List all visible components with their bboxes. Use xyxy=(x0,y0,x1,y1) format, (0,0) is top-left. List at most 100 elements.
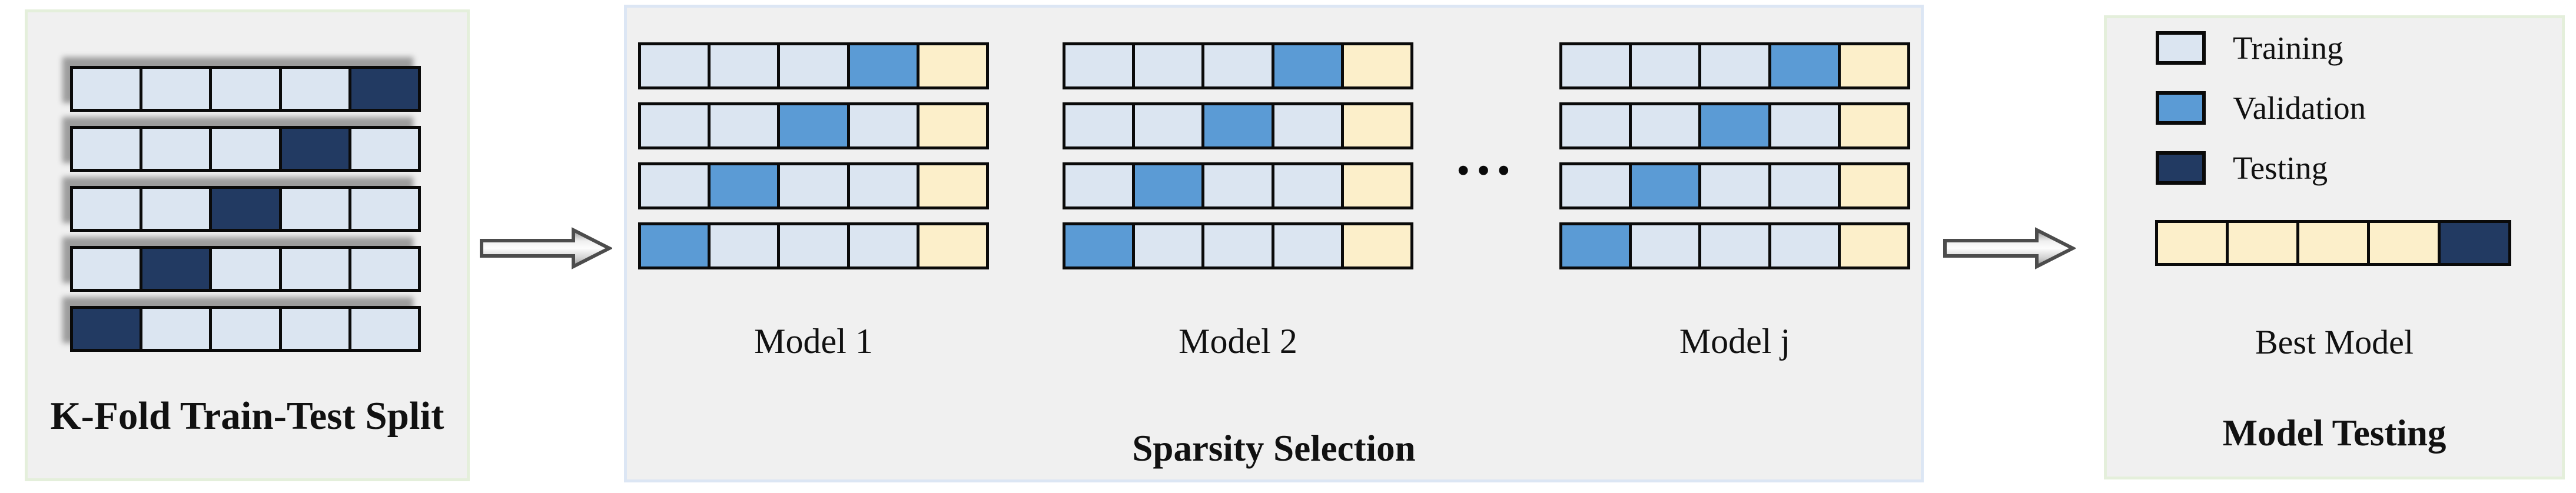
model-2-grid xyxy=(1063,42,1413,269)
legend-swatch-testing xyxy=(2156,151,2206,185)
cell-testing xyxy=(212,189,279,229)
cell-training xyxy=(73,129,140,169)
cell-training xyxy=(1135,105,1202,146)
cell-training xyxy=(1771,225,1838,267)
cell-training xyxy=(142,69,210,109)
fold-row xyxy=(1559,162,1910,209)
cell-validation xyxy=(1204,105,1272,146)
cell-training xyxy=(142,189,210,229)
cell-training xyxy=(1632,225,1699,267)
cell-training xyxy=(1274,225,1341,267)
legend-label-testing: Testing xyxy=(2233,150,2328,186)
cell-training xyxy=(1274,105,1341,146)
cell-training xyxy=(73,249,140,289)
cell-training xyxy=(212,309,279,349)
cell-training xyxy=(73,189,140,229)
cell-training xyxy=(1771,165,1838,206)
sparsity-title: Sparsity Selection xyxy=(1132,428,1416,469)
cell-training xyxy=(281,249,348,289)
fold-row xyxy=(70,66,421,112)
kfold-grid xyxy=(70,66,421,352)
cell-holdout xyxy=(2229,223,2296,263)
cell-validation xyxy=(1632,165,1699,206)
fold-row xyxy=(70,126,421,172)
cell-holdout xyxy=(2299,223,2367,263)
cell-holdout xyxy=(1343,165,1411,206)
cell-testing xyxy=(142,249,210,289)
cell-testing xyxy=(73,309,140,349)
cell-holdout xyxy=(1343,105,1411,146)
cell-testing xyxy=(281,129,348,169)
cell-training xyxy=(849,225,917,267)
cell-training xyxy=(281,309,348,349)
cell-training xyxy=(1701,165,1768,206)
fold-row xyxy=(1559,102,1910,149)
cell-training xyxy=(351,129,419,169)
arrow-right-icon xyxy=(1943,227,2076,269)
legend: Training Validation Testing xyxy=(2156,31,2366,185)
cell-holdout xyxy=(2158,223,2226,263)
cell-validation xyxy=(1771,45,1838,86)
fold-row xyxy=(70,246,421,292)
cell-training xyxy=(1204,45,1272,86)
cell-training xyxy=(711,105,778,146)
cell-training xyxy=(849,165,917,206)
cell-training xyxy=(281,189,348,229)
cell-training xyxy=(1274,165,1341,206)
cell-training xyxy=(351,189,419,229)
legend-swatch-training xyxy=(2156,31,2206,65)
cell-training xyxy=(780,45,847,86)
cell-training xyxy=(1135,225,1202,267)
cell-validation xyxy=(1701,105,1768,146)
cell-holdout xyxy=(919,45,987,86)
model-testing-title: Model Testing xyxy=(2222,412,2446,454)
fold-row xyxy=(70,186,421,232)
cell-training xyxy=(1632,105,1699,146)
cell-training xyxy=(1771,105,1838,146)
cell-training xyxy=(780,165,847,206)
cell-holdout xyxy=(919,105,987,146)
cell-training xyxy=(1135,45,1202,86)
cell-training xyxy=(641,165,708,206)
cell-training xyxy=(641,45,708,86)
cell-training xyxy=(1204,225,1272,267)
cell-holdout xyxy=(919,225,987,267)
cell-training xyxy=(142,129,210,169)
cell-training xyxy=(1562,105,1629,146)
model-j-label: Model j xyxy=(1679,322,1791,361)
cell-training xyxy=(1701,225,1768,267)
kfold-panel: K-Fold Train-Test Split xyxy=(25,9,470,481)
cell-validation xyxy=(1065,225,1133,267)
best-model-grid xyxy=(2155,220,2511,266)
cell-training xyxy=(1562,45,1629,86)
cell-validation xyxy=(641,225,708,267)
fold-row xyxy=(1063,222,1413,269)
cell-training xyxy=(1065,45,1133,86)
fold-row xyxy=(638,42,989,89)
cell-training xyxy=(281,69,348,109)
legend-item-testing: Testing xyxy=(2156,151,2366,185)
cell-training xyxy=(711,45,778,86)
fold-row xyxy=(638,102,989,149)
fold-row xyxy=(1063,162,1413,209)
cell-validation xyxy=(849,45,917,86)
fold-row xyxy=(70,306,421,352)
cell-validation xyxy=(1562,225,1629,267)
cell-training xyxy=(1632,45,1699,86)
legend-swatch-validation xyxy=(2156,91,2206,125)
cell-holdout xyxy=(1840,45,1908,86)
legend-item-validation: Validation xyxy=(2156,91,2366,125)
model-1-label: Model 1 xyxy=(754,322,873,361)
cell-holdout xyxy=(1343,45,1411,86)
cell-training xyxy=(1701,45,1768,86)
cell-training xyxy=(641,105,708,146)
legend-label-validation: Validation xyxy=(2233,90,2366,126)
cell-training xyxy=(351,249,419,289)
best-model-label: Best Model xyxy=(2255,323,2414,361)
sparsity-panel: ••• Model 1 Model 2 Model j Sparsity Sel… xyxy=(624,5,1924,482)
cell-training xyxy=(1562,165,1629,206)
fold-row xyxy=(1063,102,1413,149)
cell-training xyxy=(1204,165,1272,206)
fold-row xyxy=(2155,220,2511,266)
